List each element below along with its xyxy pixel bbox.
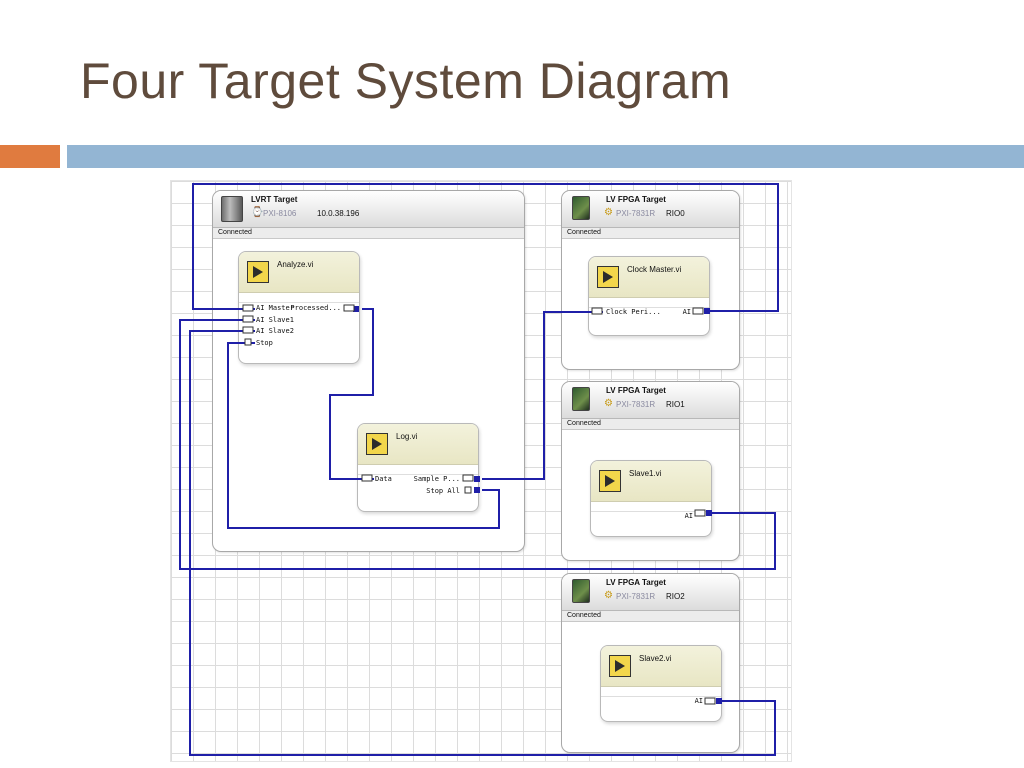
labview-vi-icon (599, 470, 621, 492)
clock-master-vi-node[interactable]: Clock Master.vi Clock Peri... AI (588, 256, 710, 336)
target-model: PXI-8106 (263, 209, 297, 218)
title-accent-orange (0, 145, 60, 168)
fpga-card-icon (572, 196, 590, 220)
terminal-ai-master[interactable]: AI Master (256, 304, 294, 312)
vi-separator (591, 502, 711, 512)
labview-vi-icon (366, 433, 388, 455)
target-resource: RIO0 (666, 209, 685, 218)
gear-icon: ⚙ (604, 398, 613, 409)
status-bar: Connected (213, 228, 524, 239)
terminal-ai-slave1[interactable]: AI Slave1 (256, 316, 294, 324)
target-resource: RIO1 (666, 400, 685, 409)
target-name: LV FPGA Target (606, 386, 666, 395)
terminal-clock-period[interactable]: Clock Peri... (606, 308, 661, 316)
slave2-vi-node[interactable]: Slave2.vi AI (600, 645, 722, 722)
clock-icon: ⌚ (251, 207, 264, 218)
terminal-data[interactable]: Data (375, 475, 392, 483)
vi-name: Slave1.vi (629, 469, 662, 478)
gear-icon: ⚙ (604, 207, 613, 218)
terminal-ai[interactable]: AI (682, 308, 691, 316)
vi-name: Slave2.vi (639, 654, 672, 663)
vi-header: Slave1.vi (591, 461, 711, 502)
target-model: PXI-7831R (616, 209, 656, 218)
vi-name: Analyze.vi (277, 260, 314, 269)
status-bar: Connected (562, 419, 739, 430)
target-resource: RIO2 (666, 592, 685, 601)
terminal-ai-slave2[interactable]: AI Slave2 (256, 327, 294, 335)
target-name: LVRT Target (251, 195, 298, 204)
target-name: LV FPGA Target (606, 195, 666, 204)
vi-name: Clock Master.vi (627, 265, 682, 274)
target-header: LV FPGA Target ⚙ PXI-7831R RIO0 (562, 191, 739, 228)
pxi-controller-icon (221, 196, 243, 222)
gear-icon: ⚙ (604, 590, 613, 601)
terminal-sample-period[interactable]: Sample P... (413, 475, 460, 483)
title-accent-blue (67, 145, 1024, 168)
labview-vi-icon (247, 261, 269, 283)
target-address: 10.0.38.196 (317, 209, 360, 218)
vi-separator (358, 465, 478, 475)
target-name: LV FPGA Target (606, 578, 666, 587)
terminal-ai[interactable]: AI (684, 512, 693, 520)
log-vi-node[interactable]: Log.vi Data Sample P... Stop All (357, 423, 479, 512)
vi-separator (601, 687, 721, 697)
vi-name: Log.vi (396, 432, 418, 441)
labview-vi-icon (609, 655, 631, 677)
target-model: PXI-7831R (616, 592, 656, 601)
vi-header: Analyze.vi (239, 252, 359, 293)
status-bar: Connected (562, 611, 739, 622)
target-header: LV FPGA Target ⚙ PXI-7831R RIO1 (562, 382, 739, 419)
vi-separator (239, 293, 359, 303)
terminal-stop[interactable]: Stop (256, 339, 273, 347)
vi-header: Clock Master.vi (589, 257, 709, 298)
terminal-processed[interactable]: Processed... (290, 304, 341, 312)
fpga-card-icon (572, 579, 590, 603)
target-header: LV FPGA Target ⚙ PXI-7831R RIO2 (562, 574, 739, 611)
labview-vi-icon (597, 266, 619, 288)
fpga-card-icon (572, 387, 590, 411)
vi-header: Log.vi (358, 424, 478, 465)
terminal-ai[interactable]: AI (694, 697, 703, 705)
slide-title: Four Target System Diagram (80, 53, 732, 109)
slave1-vi-node[interactable]: Slave1.vi AI (590, 460, 712, 537)
terminal-stop-all[interactable]: Stop All (426, 487, 460, 495)
status-bar: Connected (562, 228, 739, 239)
vi-header: Slave2.vi (601, 646, 721, 687)
analyze-vi-node[interactable]: Analyze.vi AI Master AI Slave1 AI Slave2… (238, 251, 360, 364)
vi-separator (589, 298, 709, 308)
target-model: PXI-7831R (616, 400, 656, 409)
target-header: LVRT Target ⌚ PXI-8106 10.0.38.196 (213, 191, 524, 228)
